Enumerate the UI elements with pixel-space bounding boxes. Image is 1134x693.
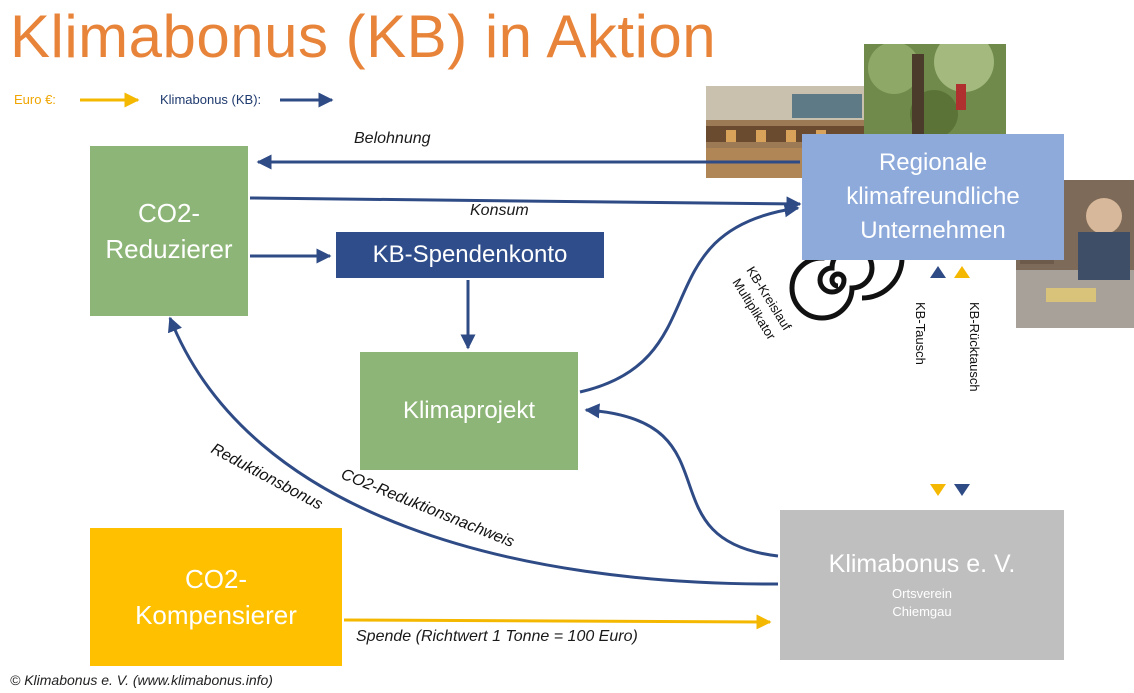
page-title: Klimabonus (KB) in Aktion: [10, 3, 717, 70]
arrow-reduktionsbonus: [168, 316, 779, 586]
tree-photo: [864, 44, 1006, 136]
arrow-verein-projekt: [584, 403, 779, 558]
unternehmen-line1: Regionale: [878, 149, 988, 176]
konsum-label: Konsum: [470, 202, 529, 219]
legend-euro-label: Euro €:: [14, 92, 56, 107]
footer-copyright: © Klimabonus e. V. (www.klimabonus.info): [10, 672, 273, 688]
kb-spendenkonto-box: KB-Spendenkonto: [336, 232, 604, 278]
co2-kompensierer-line1: CO2-: [184, 564, 248, 594]
co2-kompensierer-line2: Kompensierer: [135, 600, 297, 630]
kb-tausch-label: KB-Tausch: [913, 302, 928, 365]
kb-ruecktausch-label: KB-Rücktausch: [967, 302, 982, 392]
kb-spendenkonto-label: KB-Spendenkonto: [372, 241, 568, 268]
unternehmen-line3: Unternehmen: [860, 217, 1006, 244]
unternehmen-line2: klimafreundliche: [846, 183, 1020, 210]
belohnung-label: Belohnung: [354, 130, 431, 147]
regionale-unternehmen-box: Regionale klimafreundliche Unternehmen: [802, 134, 1064, 260]
spende-label: Spende (Richtwert 1 Tonne = 100 Euro): [356, 628, 638, 645]
klimabonus-ev-box: Klimabonus e. V. Ortsverein Chiemgau: [780, 510, 1064, 660]
klimaprojekt-label: Klimaprojekt: [402, 397, 536, 424]
legend-kb-label: Klimabonus (KB):: [160, 92, 262, 107]
chiemgau-label: Chiemgau: [892, 603, 952, 619]
ortsverein-label: Ortsverein: [892, 585, 952, 601]
klimaprojekt-box: Klimaprojekt: [360, 352, 578, 470]
klimabonus-ev-name: Klimabonus e. V.: [828, 549, 1016, 578]
co2-reduzierer-line1: CO2-: [137, 198, 201, 228]
co2-kompensierer-box: CO2- Kompensierer: [90, 528, 342, 666]
arrow-spende: [343, 614, 772, 630]
arrow-konsum: [249, 196, 802, 212]
arrow-projekt-unternehmen: [579, 202, 800, 394]
co2-reduzierer-line2: Reduzierer: [105, 234, 233, 264]
co2-reduzierer-box: CO2- Reduzierer: [90, 146, 248, 316]
